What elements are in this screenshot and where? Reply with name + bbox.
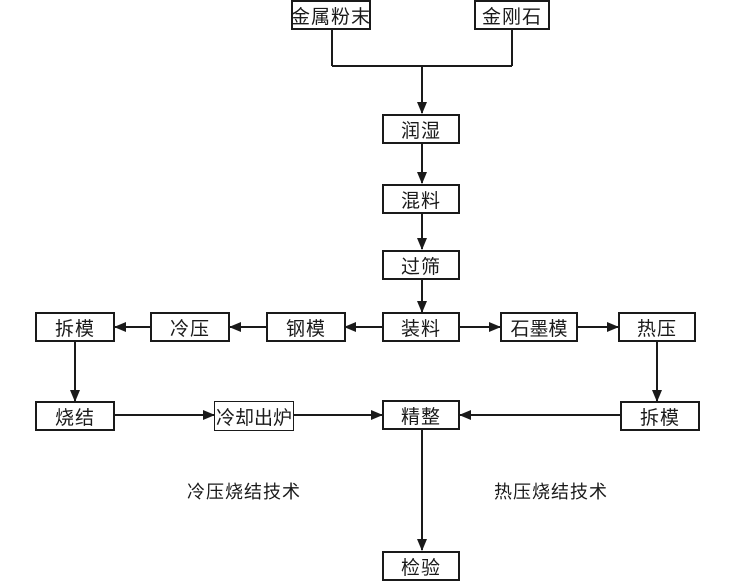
node-sintering: 烧结 — [35, 401, 115, 431]
node-graphite-mold: 石墨模 — [500, 312, 578, 342]
node-metal-powder: 金属粉末 — [291, 0, 371, 30]
node-hot-press: 热压 — [618, 312, 696, 342]
node-wetting: 润湿 — [382, 114, 460, 144]
node-steel-mold: 钢模 — [266, 312, 346, 342]
caption-cold-branch: 冷压烧结技术 — [187, 482, 301, 503]
node-cold-press: 冷压 — [150, 312, 230, 342]
node-diamond: 金刚石 — [474, 0, 550, 30]
node-mixing: 混料 — [382, 184, 460, 214]
caption-hot-branch: 热压烧结技术 — [494, 482, 608, 503]
node-charging: 装料 — [382, 312, 460, 342]
node-finishing: 精整 — [382, 400, 460, 430]
node-demold-right: 拆模 — [620, 401, 700, 431]
node-demold-left: 拆模 — [35, 312, 115, 342]
node-cooling: 冷却出炉 — [214, 401, 294, 431]
node-inspection: 检验 — [382, 551, 460, 581]
node-sieving: 过筛 — [382, 250, 460, 280]
